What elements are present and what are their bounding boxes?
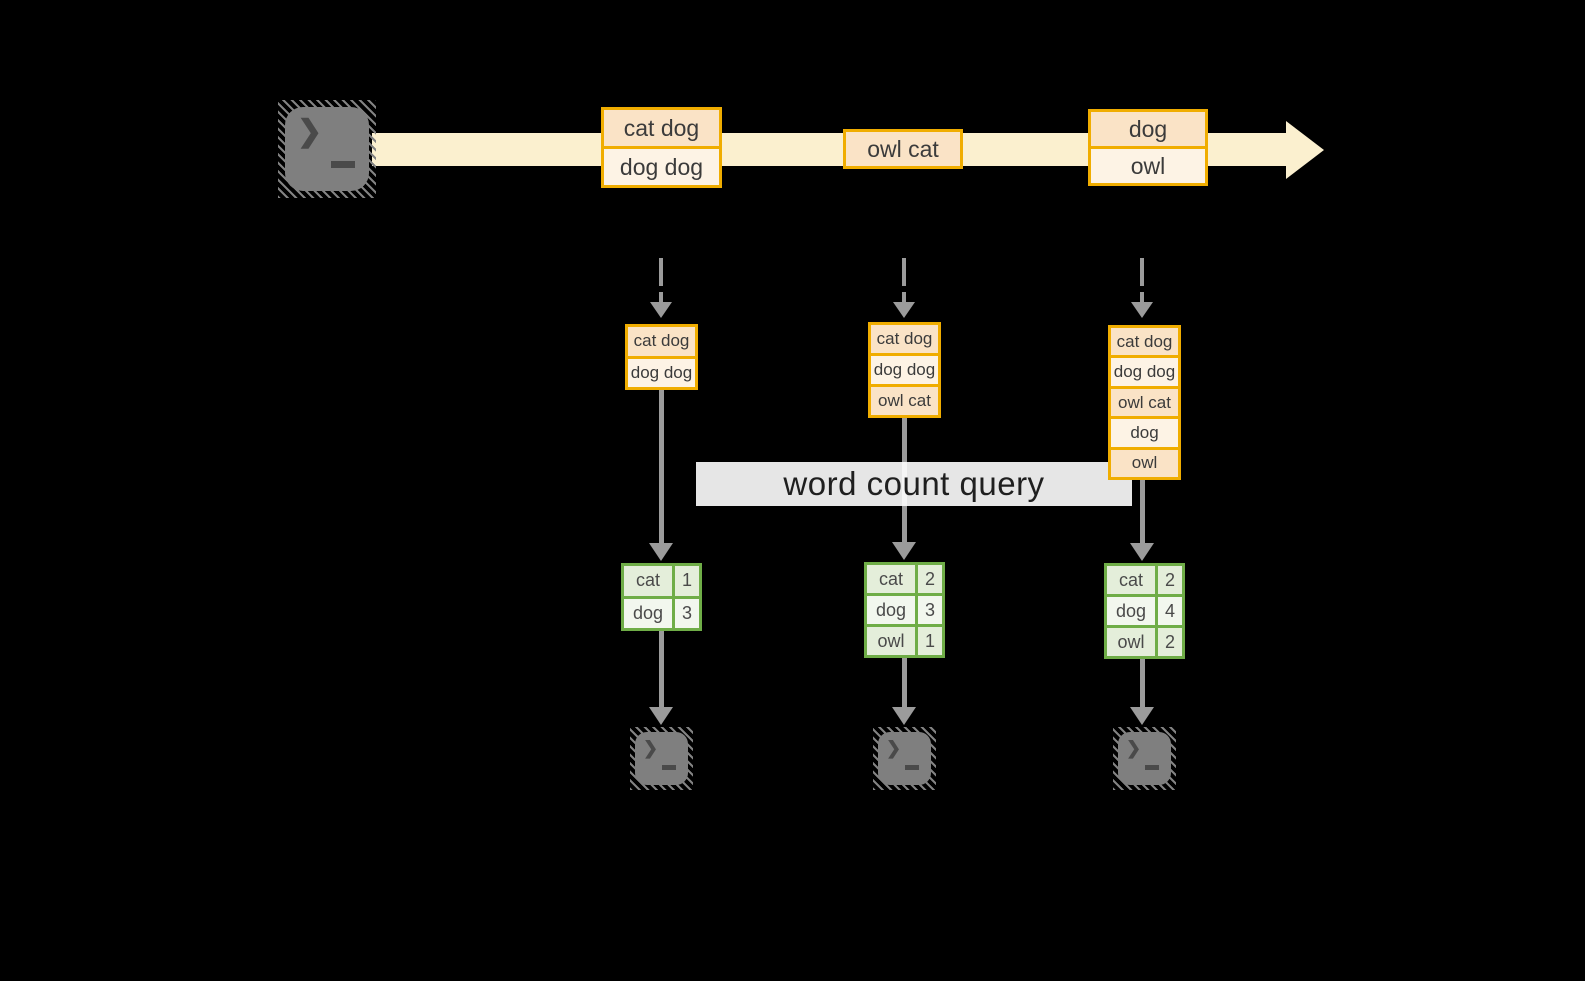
stream-record-box: owl cat	[843, 129, 963, 169]
stream-record-line: cat dog	[604, 110, 719, 146]
sink-terminal-icon: ❯	[630, 727, 693, 790]
count-word-cell: cat	[867, 565, 915, 593]
sink-terminal-icon: ❯	[873, 727, 936, 790]
terminal-cursor-icon	[331, 161, 355, 168]
dashed-arrow	[902, 292, 906, 304]
terminal-prompt-icon: ❯	[1126, 738, 1142, 758]
sink-terminal-icon: ❯	[1113, 727, 1176, 790]
state-record-line: dog dog	[628, 355, 695, 387]
stream-record-line: owl	[1091, 146, 1205, 183]
count-value-cell: 2	[915, 565, 942, 593]
stream-arrow-head-icon	[1286, 121, 1324, 179]
count-word-cell: dog	[624, 598, 672, 628]
state-record-line: owl cat	[1111, 385, 1178, 417]
state-record-line: cat dog	[628, 327, 695, 356]
arrow	[1140, 480, 1145, 543]
dashed-arrow	[659, 258, 663, 286]
dashed-arrow-head-icon	[1131, 302, 1153, 318]
count-word-cell: cat	[624, 566, 672, 596]
terminal-window: ❯	[635, 732, 688, 785]
arrow-head-icon	[649, 707, 673, 725]
state-record-line: cat dog	[1111, 328, 1178, 356]
terminal-cursor-icon	[1145, 765, 1159, 770]
dashed-arrow	[902, 258, 906, 286]
terminal-prompt-icon: ❯	[297, 115, 323, 148]
dashed-arrow	[1140, 292, 1144, 304]
arrow	[902, 658, 907, 707]
terminal-window: ❯	[285, 107, 369, 191]
state-record-line: dog	[1111, 416, 1178, 447]
terminal-cursor-icon	[662, 765, 676, 770]
stream-record-line: owl cat	[846, 132, 960, 166]
dashed-arrow	[1140, 258, 1144, 286]
dashed-arrow	[659, 292, 663, 304]
dashed-arrow-head-icon	[893, 302, 915, 318]
arrow-head-icon	[649, 543, 673, 561]
arrow	[659, 390, 664, 543]
terminal-prompt-icon: ❯	[886, 738, 902, 758]
dashed-arrow-head-icon	[650, 302, 672, 318]
count-value-cell: 2	[1155, 566, 1182, 594]
state-record-line: cat dog	[871, 325, 938, 353]
count-value-cell: 1	[915, 627, 942, 655]
arrow	[659, 631, 664, 707]
state-record-line: dog dog	[871, 353, 938, 384]
count-value-cell: 4	[1155, 597, 1182, 625]
count-word-cell: dog	[867, 596, 915, 624]
count-word-cell: owl	[867, 627, 915, 655]
count-value-cell: 2	[1155, 628, 1182, 656]
arrow-head-icon	[1130, 707, 1154, 725]
stream-record-line: dog	[1091, 112, 1205, 146]
state-record-line: dog dog	[1111, 355, 1178, 386]
terminal-window: ❯	[1118, 732, 1171, 785]
arrow-head-icon	[1130, 543, 1154, 561]
count-value-cell: 1	[672, 566, 699, 596]
count-value-cell: 3	[915, 596, 942, 624]
state-record-line: owl	[1111, 446, 1178, 478]
count-word-cell: dog	[1107, 597, 1155, 625]
count-word-cell: owl	[1107, 628, 1155, 656]
state-record-line: owl cat	[871, 384, 938, 415]
count-word-cell: cat	[1107, 566, 1155, 594]
arrow-head-icon	[892, 542, 916, 560]
arrow-head-icon	[892, 707, 916, 725]
source-terminal-icon: ❯	[278, 100, 376, 198]
count-value-cell: 3	[672, 598, 699, 628]
stream-record-line: dog dog	[604, 146, 719, 185]
arrow	[1140, 659, 1145, 707]
query-label: word count query	[696, 462, 1132, 506]
terminal-window: ❯	[878, 732, 931, 785]
terminal-prompt-icon: ❯	[643, 738, 659, 758]
terminal-cursor-icon	[905, 765, 919, 770]
